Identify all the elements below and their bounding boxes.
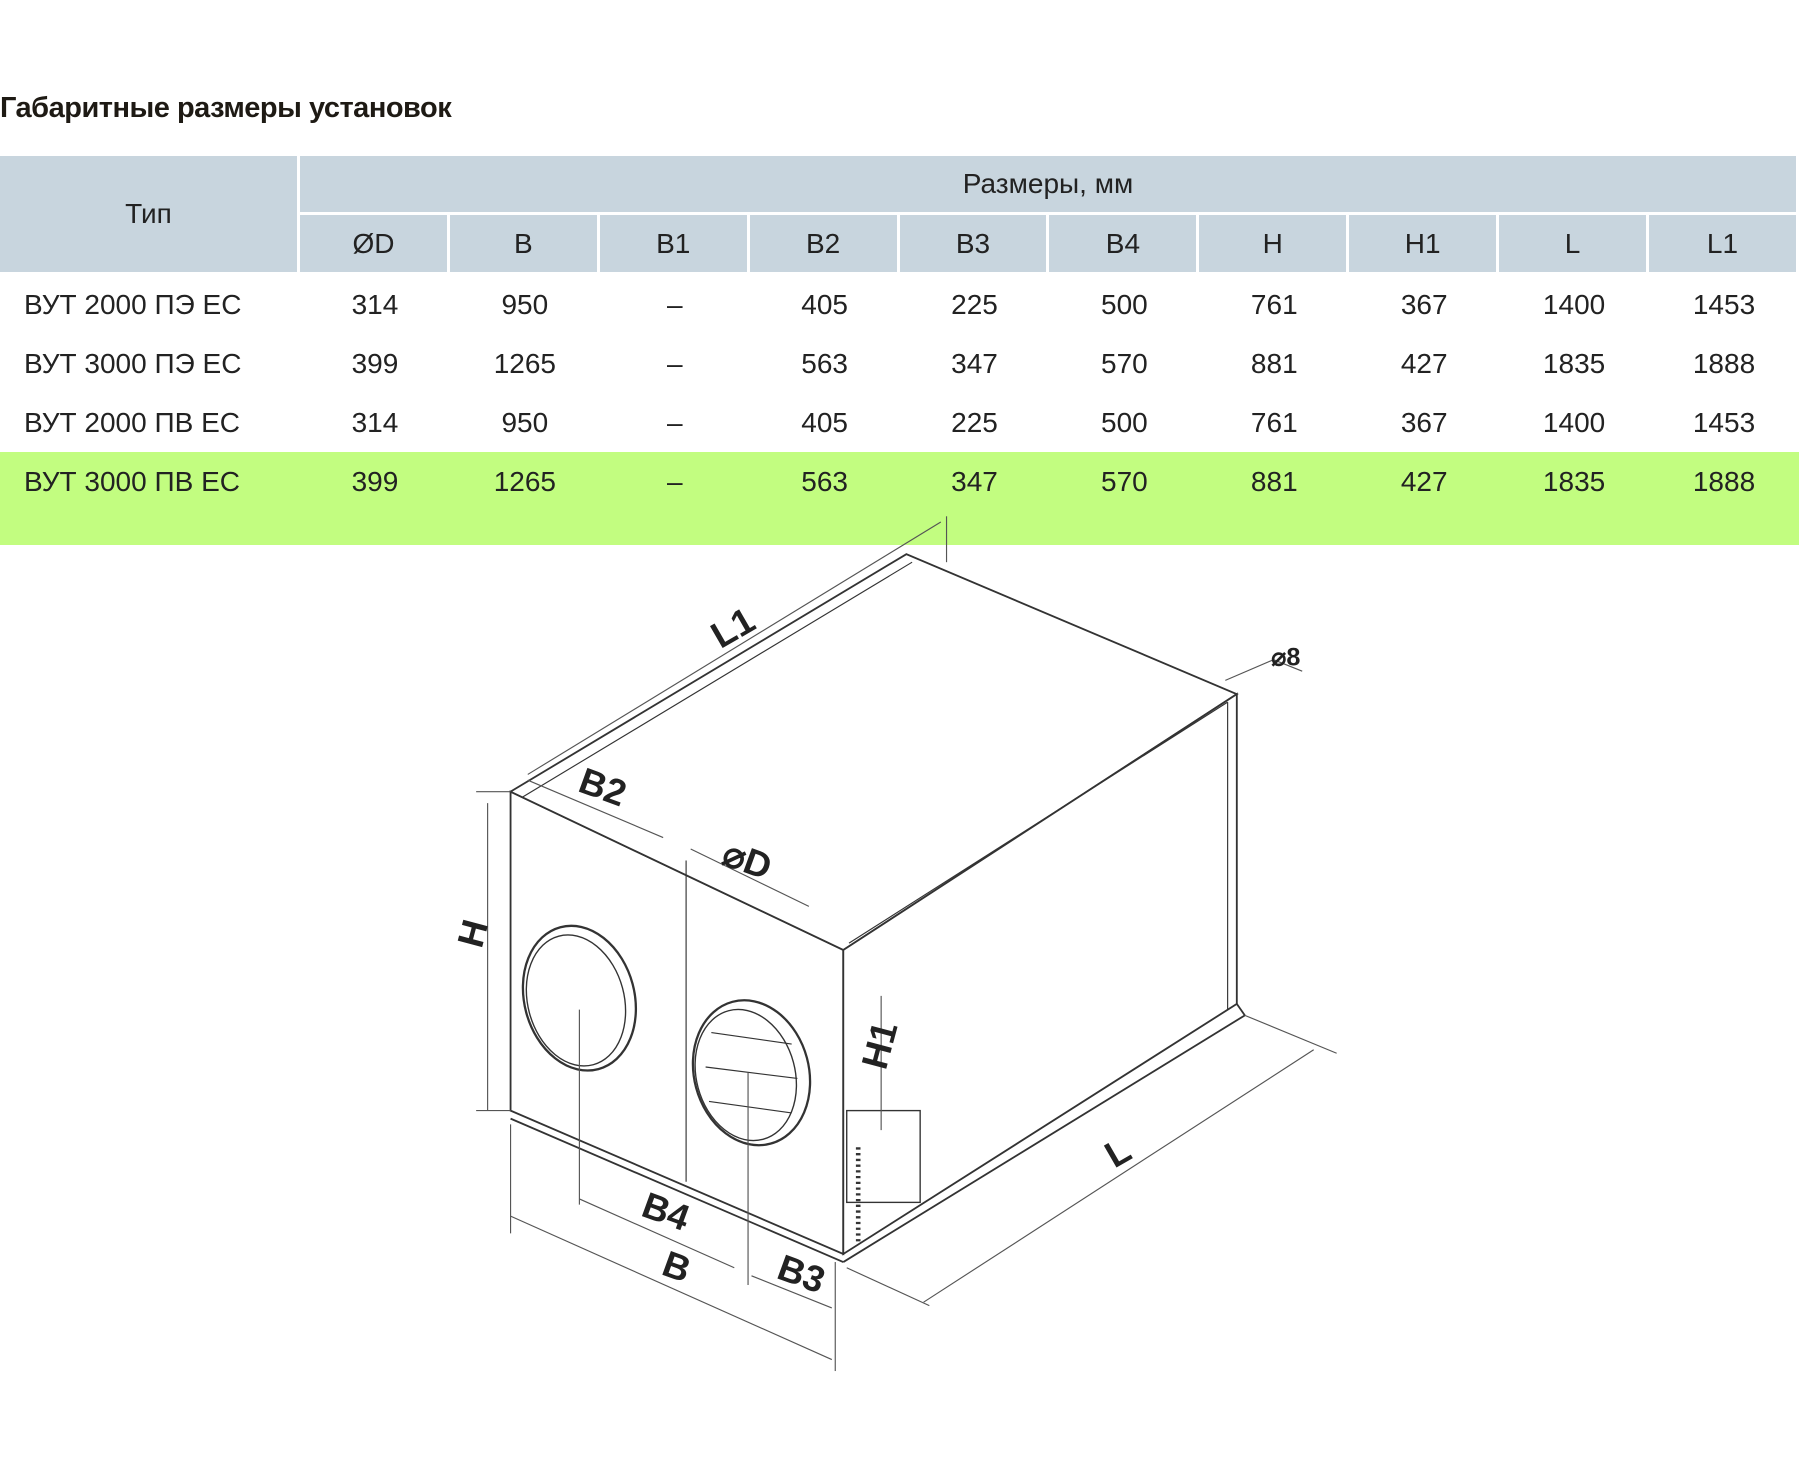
dimension-cell: 570 (1101, 347, 1148, 379)
label-H: H (450, 915, 496, 951)
unit-type: ВУТ 3000 ПЭ ЕС (24, 347, 242, 379)
dimension-cell: 367 (1400, 406, 1448, 438)
dimension-cell: 1835 (1542, 347, 1606, 379)
dimension-cell: 1835 (1499, 452, 1650, 511)
dimension-cell: 367 (1400, 288, 1448, 320)
dimension-cell: 347 (951, 347, 998, 379)
unit-type: ВУТ 2000 ПВ ЕС (24, 406, 240, 438)
sizes-group-header: Размеры, мм (300, 156, 1799, 215)
column-header: B1 (599, 215, 750, 275)
dimension-cell: 427 (1349, 452, 1500, 511)
dimension-cell: 1265 (493, 347, 556, 379)
dimension-cell: 1453 (1692, 288, 1756, 320)
dimension-cell: 570 (1049, 452, 1200, 511)
dimension-cell: – (599, 452, 750, 511)
highlight-padding-cell (0, 511, 1799, 545)
type-header: Тип (0, 156, 300, 275)
column-header: B3 (899, 215, 1050, 275)
page-title: Габаритные размеры установок (0, 92, 452, 124)
dimension-cell: 950 (501, 288, 549, 320)
column-header: ØD (300, 215, 450, 275)
highlight-padding (0, 511, 1799, 545)
dimension-cell: – (666, 288, 683, 320)
table-row: ВУТ 2000 ПЭ ЕС 314 950 – 405 225 500 761 367 1400… (0, 275, 1799, 334)
unit-body (508, 553, 1246, 1263)
dimension-cell: 761 (1250, 288, 1298, 320)
dimension-cell: 225 (951, 406, 998, 438)
dimension-cell: 405 (801, 288, 848, 320)
dimension-cell: 347 (899, 452, 1050, 511)
dimension-cell: 500 (1101, 288, 1148, 320)
dimension-cell: 881 (1199, 452, 1350, 511)
duct-connectors (521, 924, 812, 1147)
dimension-cell: 1453 (1692, 406, 1756, 438)
dimension-cell: 1888 (1692, 347, 1756, 379)
dimension-cell: – (666, 406, 683, 438)
dimension-cell: 399 (351, 347, 399, 379)
dimension-cell: 1400 (1542, 406, 1606, 438)
table-row: ВУТ 3000 ПЭ ЕС 399 1265 – 563 347 570 881 427 183… (0, 334, 1799, 393)
dimension-cell: – (666, 347, 683, 379)
dimension-cell: 563 (749, 452, 900, 511)
unit-type: ВУТ 2000 ПЭ ЕС (24, 288, 242, 320)
dimension-cell: 314 (351, 288, 399, 320)
dimension-cell: 950 (501, 406, 549, 438)
column-header: L1 (1649, 215, 1799, 275)
column-header: H (1199, 215, 1350, 275)
label-B3: B3 (772, 1247, 830, 1302)
dimension-cell: 1400 (1542, 288, 1606, 320)
dimension-cell: 314 (351, 406, 399, 438)
dimension-cell: 225 (951, 288, 998, 320)
dimension-cell: 405 (801, 406, 848, 438)
label-B: B (657, 1243, 696, 1291)
dimension-cell: 427 (1400, 347, 1448, 379)
table-row: ВУТ 2000 ПВ ЕС 314 950 – 405 225 500 761 367 1400… (0, 393, 1799, 452)
dimension-cell: 399 (300, 452, 450, 511)
label-B4: B4 (637, 1184, 696, 1239)
dimension-cell: 761 (1250, 406, 1298, 438)
dimension-cell: 881 (1250, 347, 1298, 379)
column-header: L (1499, 215, 1650, 275)
dimension-cell: 1888 (1649, 452, 1799, 511)
column-header: B2 (749, 215, 900, 275)
dimension-lines (476, 516, 1337, 1372)
label-d8: ⌀8 (1271, 643, 1300, 671)
column-header: B4 (1049, 215, 1200, 275)
unit-type: ВУТ 3000 ПВ ЕС (0, 452, 300, 511)
dimension-cell: 500 (1101, 406, 1148, 438)
dimension-cell: 563 (801, 347, 848, 379)
dimension-cell: 1265 (449, 452, 600, 511)
column-header: B (449, 215, 600, 275)
column-header: H1 (1349, 215, 1500, 275)
label-L: L (1098, 1129, 1138, 1176)
